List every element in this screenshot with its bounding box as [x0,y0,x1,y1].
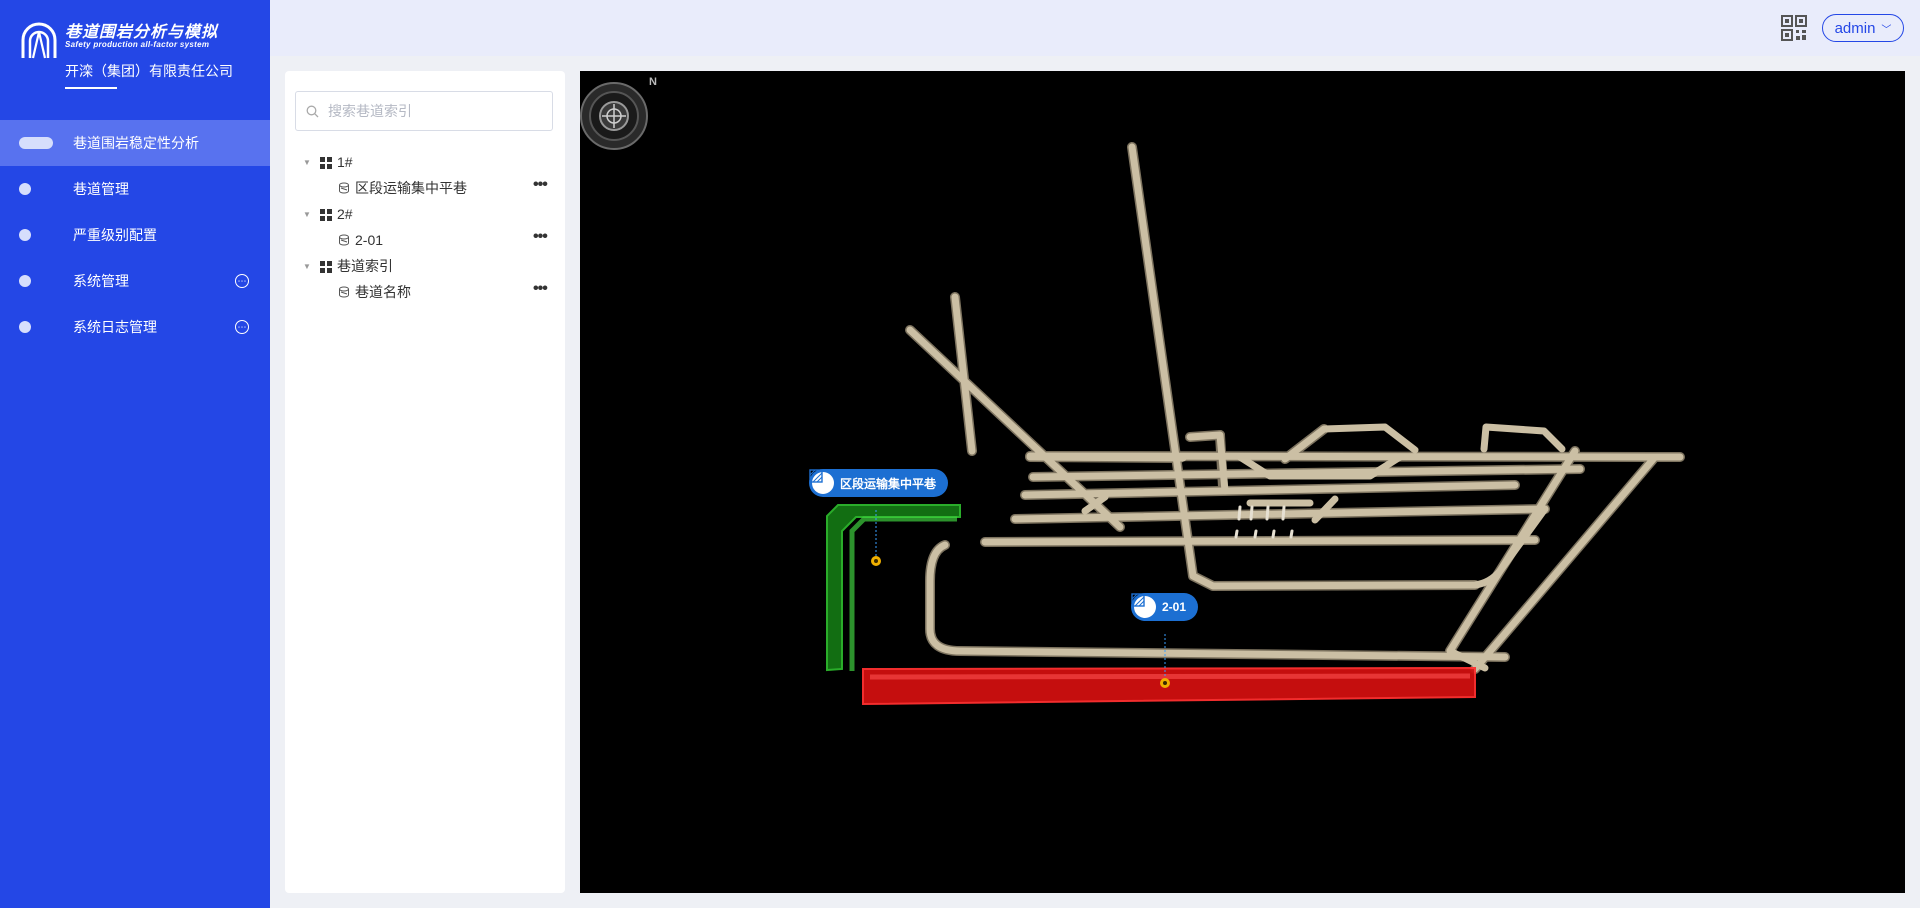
tree-leaf-label: 区段运输集中平巷 [355,180,467,196]
user-menu-button[interactable]: admin ﹀ [1822,14,1904,42]
brand: 巷道围岩分析与模拟 Safety production all-factor s… [20,18,260,89]
more-options-icon[interactable]: ••• [533,228,548,245]
tree-leaf[interactable]: 区段运输集中平巷 ••• [285,175,565,201]
company-underline [65,87,117,89]
caret-down-icon[interactable]: ▼ [303,261,311,271]
tunnel-tree-panel: ▼ 1# 区段运输集中平巷 ••• ▼ 2# 2-01 ••• [285,71,565,893]
menu-item-severity-config[interactable]: 严重级别配置 [0,212,270,258]
menu-item-label: 系统日志管理 [73,319,157,335]
tree-leaf[interactable]: 巷道名称 ••• [285,279,565,305]
tunnel-tag-label: 2-01 [1162,600,1187,614]
menu-item-tunnel-management[interactable]: 巷道管理 [0,166,270,212]
menu-item-label: 系统管理 [73,273,129,289]
more-options-icon[interactable]: ••• [533,280,548,297]
app-logo-icon [21,22,57,59]
tunnel-3d-viewport[interactable]: 区段运输集中平巷 2-01 N [580,71,1905,893]
more-options-icon[interactable]: ••• [533,176,548,193]
menu-dot-icon [19,275,31,287]
tunnel-icon [339,286,349,298]
menu-item-label: 巷道围岩稳定性分析 [73,135,199,151]
tree-leaf-label: 巷道名称 [355,284,411,300]
tree-group-label: 2# [337,206,353,222]
sidebar-menu: 巷道围岩稳定性分析 巷道管理 严重级别配置 系统管理 ⋯ 系统日志管理 ⋯ [0,120,270,350]
tunnel-tag-icon [1131,593,1156,618]
menu-dot-icon [19,183,31,195]
tree-leaf-label: 2-01 [355,232,384,248]
search-box[interactable] [295,91,553,131]
menu-dot-icon [19,229,31,241]
search-icon [306,105,319,117]
tree-group-1[interactable]: ▼ 1# [285,149,565,175]
tree-group-2[interactable]: ▼ 2# [285,201,565,227]
tree-group-label: 1# [337,154,353,170]
menu-item-system-log[interactable]: 系统日志管理 ⋯ [0,304,270,350]
menu-item-label: 巷道管理 [73,181,129,197]
app-subtitle: Safety production all-factor system [65,40,210,49]
search-input[interactable] [326,102,540,120]
group-grid-icon [320,209,332,221]
qrcode-icon[interactable] [1781,15,1807,41]
tunnel-icon [339,182,349,194]
compass-north-label: N [649,76,657,88]
expand-more-icon[interactable]: ⋯ [235,320,249,334]
tunnel-tag-2-01[interactable]: 2-01 [1131,593,1199,621]
tunnel-connectors [1234,505,1294,539]
chevron-down-icon: ﹀ [1881,24,1892,36]
app-title: 巷道围岩分析与模拟 [65,24,219,41]
top-header [270,0,1920,56]
user-name: admin [1834,19,1876,37]
menu-item-label: 严重级别配置 [73,227,157,243]
location-marker-icon[interactable] [1160,678,1170,688]
group-grid-icon [320,157,332,169]
tree-group-label: 巷道索引 [337,258,393,274]
tree-leaf[interactable]: 2-01 ••• [285,227,565,253]
company-name: 开滦（集团）有限责任公司 [65,63,233,79]
caret-down-icon[interactable]: ▼ [303,209,311,219]
tunnel-tag-icon [809,469,834,494]
menu-item-stability-analysis[interactable]: 巷道围岩稳定性分析 [0,120,270,166]
tree-group-3[interactable]: ▼ 巷道索引 [285,253,565,279]
menu-active-indicator [19,137,53,149]
sidebar: 巷道围岩分析与模拟 Safety production all-factor s… [0,0,270,908]
tunnel-network-shadow [905,142,1685,674]
expand-more-icon[interactable]: ⋯ [235,274,249,288]
tunnel-tag-label: 区段运输集中平巷 [840,476,937,491]
compass-icon[interactable]: N [580,71,658,151]
tunnel-highlight-green[interactable] [826,504,961,672]
menu-item-system-management[interactable]: 系统管理 ⋯ [0,258,270,304]
tunnel-model[interactable] [580,71,1905,893]
menu-dot-icon [19,321,31,333]
tunnel-tag-regional-transport[interactable]: 区段运输集中平巷 [809,469,949,497]
tunnel-network [906,143,1684,673]
tunnel-icon [339,234,349,246]
group-grid-icon [320,261,332,273]
location-marker-icon[interactable] [871,556,881,566]
caret-down-icon[interactable]: ▼ [303,157,311,167]
